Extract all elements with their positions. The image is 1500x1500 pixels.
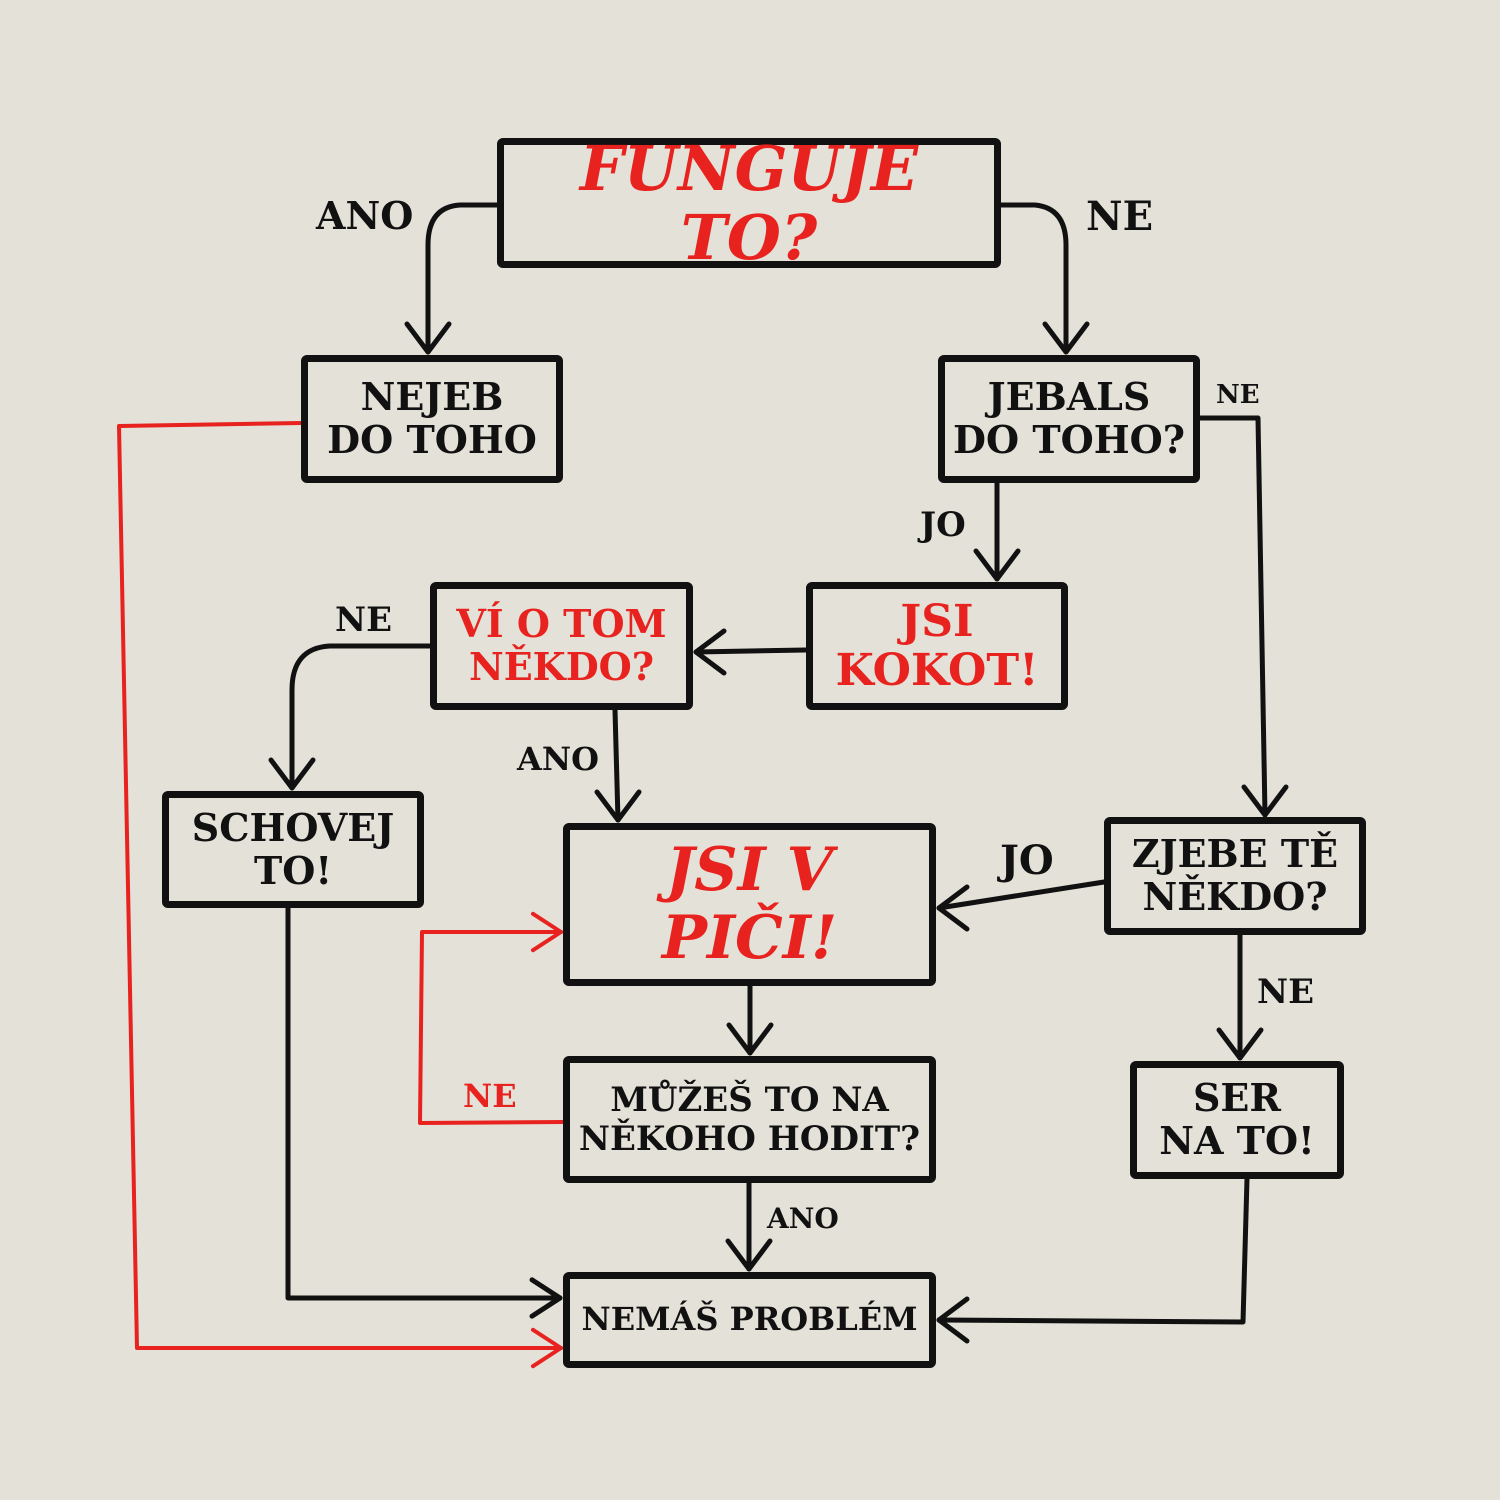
arrowhead-zjebe-ne [1216,1027,1264,1061]
arrowhead-muzes-ne [531,911,563,953]
arrowhead-ser-nemas [936,1296,970,1344]
label-zjebe-ne: NE [1257,972,1314,1012]
label-jebals-jo: JO [920,505,966,545]
edge-ser-nemas [936,1176,1250,1325]
label-zjebe-jo: JO [1000,837,1054,884]
node-vi-o-tom-nekdo: VÍ O TOM NĚKDO? [430,582,693,710]
arrowhead-vi-ne [268,757,316,791]
node-muzes-to-na-nekoho-hodit: MŮŽEŠ TO NA NĚKOHO HODIT? [563,1056,936,1183]
node-nejeb-do-toho: NEJEB DO TOHO [301,355,563,483]
arrowhead-zjebe-jo [936,884,970,932]
node-schovej-to: SCHOVEJ TO! [162,791,424,908]
edge-schovej-nemas [285,905,563,1301]
label-jebals-ne: NE [1216,380,1260,410]
arrowhead-vi-ano [594,789,642,823]
node-zjebe-te-nekdo: ZJEBE TĚ NĚKDO? [1104,817,1366,935]
label-funguje-ne: NE [1086,193,1154,240]
label-vi-ne: NE [335,600,392,640]
edge-muzes-ne [418,930,565,1125]
edge-vi-ano [612,707,621,823]
arrowhead-schovej-nemas [529,1277,563,1319]
edge-kokot-vi [693,647,809,655]
arrowhead-funguje-ano [404,321,452,355]
edge-nejeb-nemas [117,421,563,1350]
edge-funguje-ano [425,202,500,355]
arrowhead-funguje-ne [1042,321,1090,355]
arrowhead-muzes-ano [725,1238,773,1272]
label-funguje-ano: ANO [316,193,414,238]
arrowhead-jebals-ne [1241,784,1289,818]
node-jsi-v-pici: JSI V PIČI! [563,823,936,986]
edge-vi-ne [289,643,433,791]
arrowhead-kokot-vi [693,628,727,676]
arrowhead-pici-muzes [726,1022,774,1056]
edge-jebals-ne [1197,415,1268,818]
label-muzes-ne: NE [463,1077,517,1115]
node-jsi-kokot: JSI KOKOT! [806,582,1068,710]
label-vi-ano: ANO [517,740,599,778]
node-jebals-do-toho: JEBALS DO TOHO? [938,355,1200,483]
arrowhead-nejeb-nemas [531,1327,563,1369]
edge-funguje-ne [998,202,1069,355]
label-muzes-ano: ANO [767,1202,839,1235]
arrowhead-jebals-jo [973,548,1021,582]
edge-zjebe-jo [936,879,1107,911]
node-funguje-to: FUNGUJE TO? [497,133,1001,272]
node-nemas-problem: NEMÁŠ PROBLÉM [563,1272,936,1368]
node-ser-na-to: SER NA TO! [1130,1061,1344,1179]
